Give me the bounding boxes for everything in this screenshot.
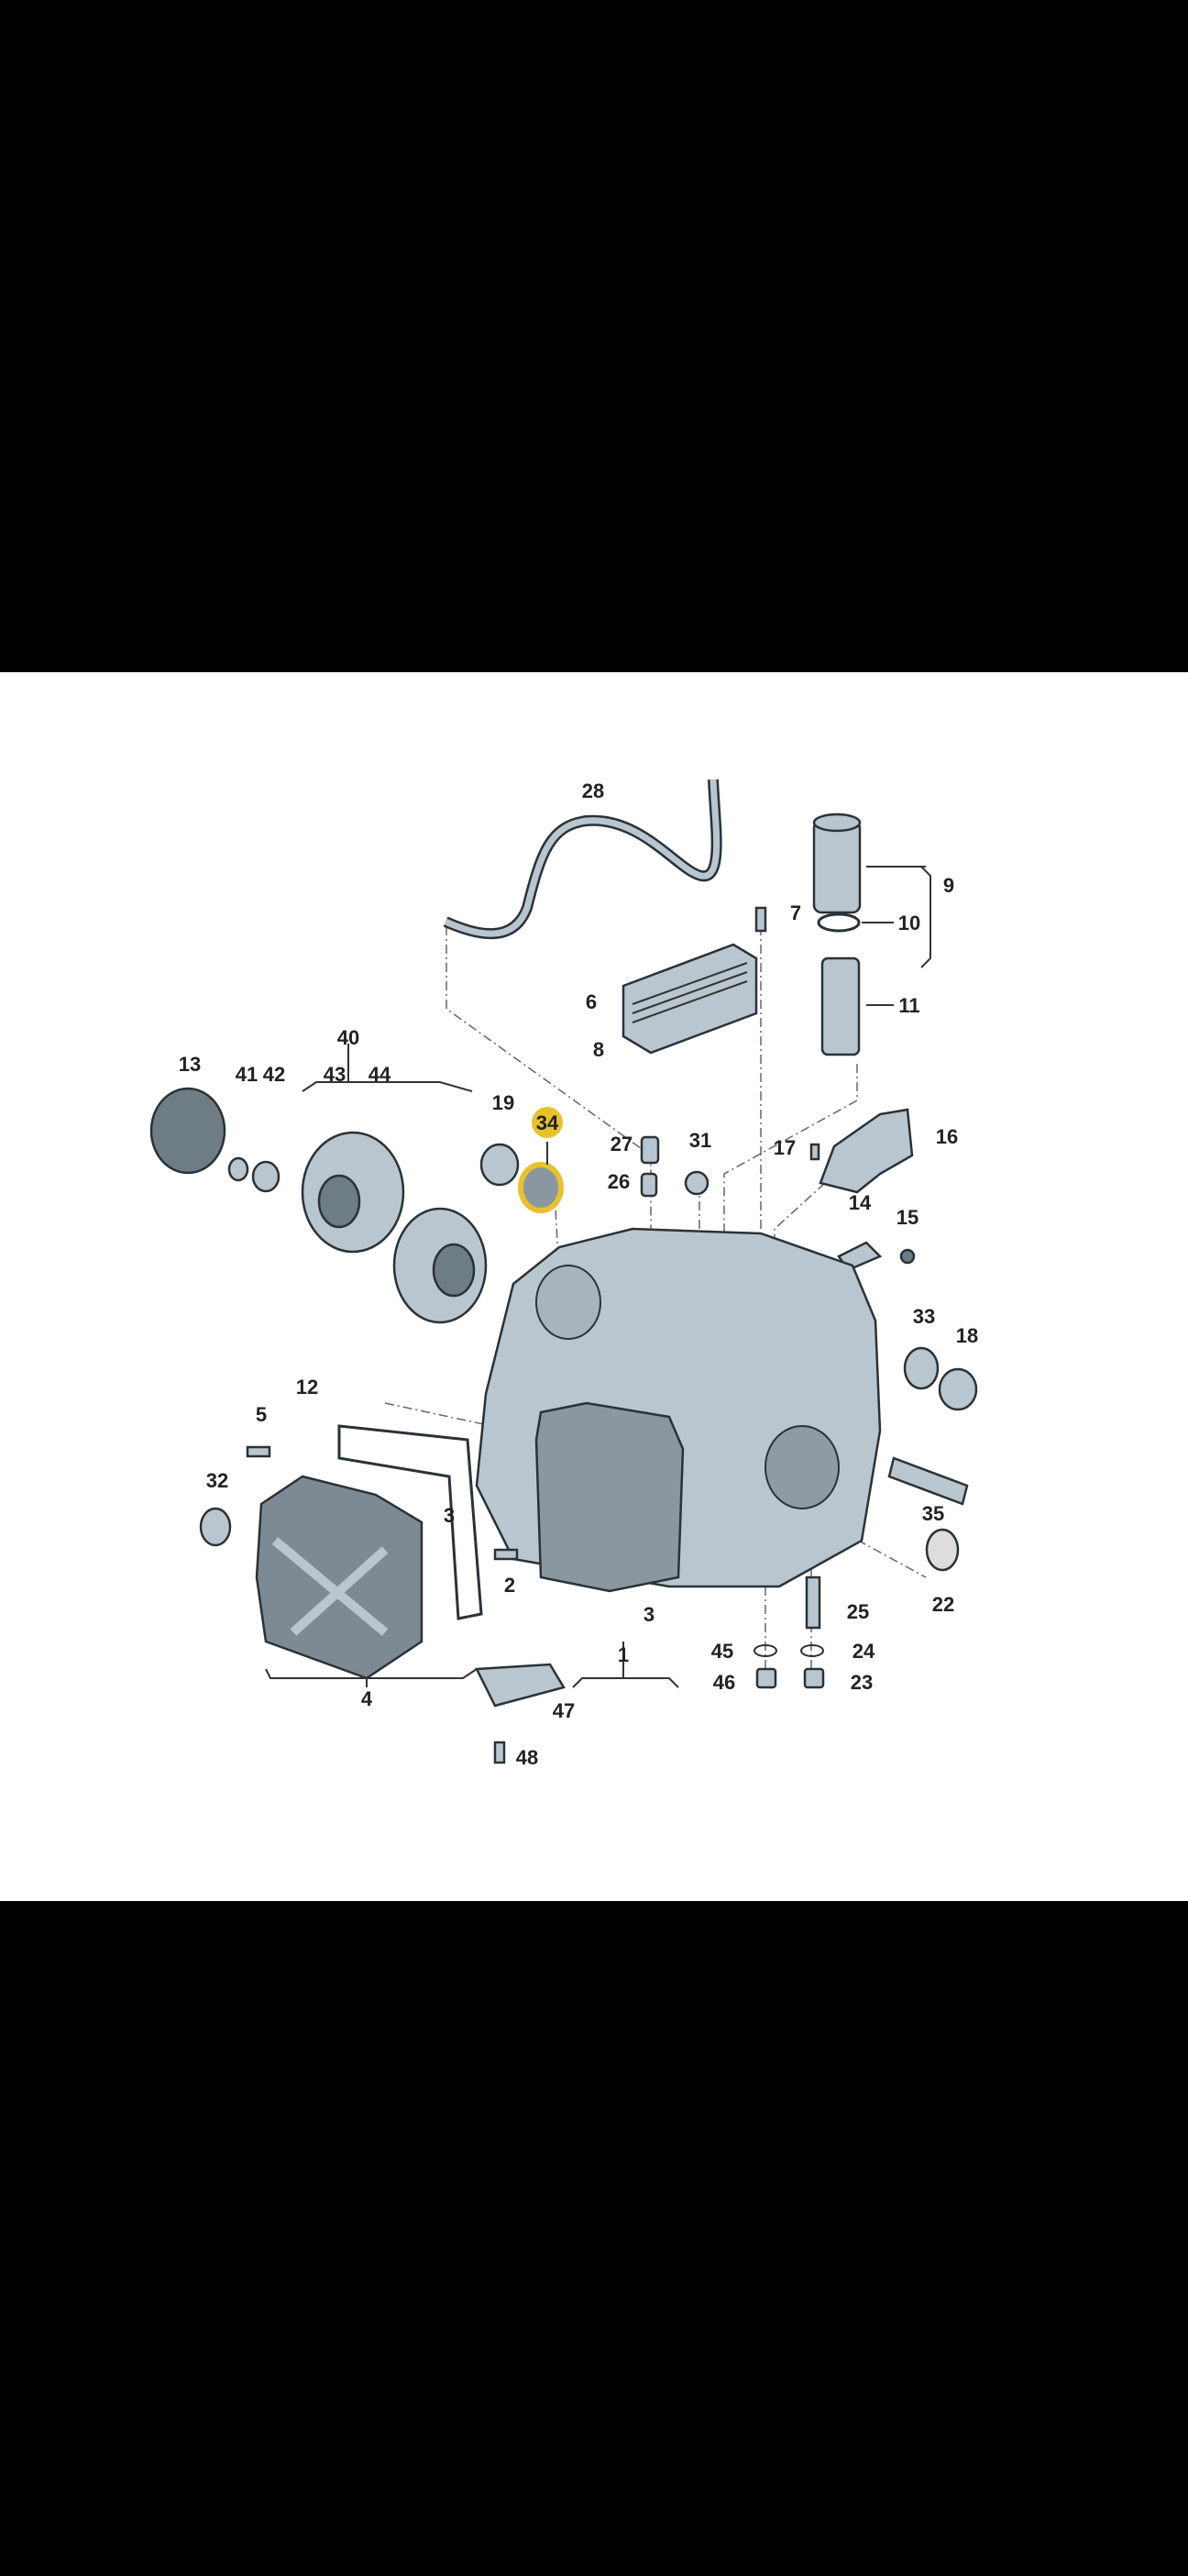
callout-43[interactable]: 43	[324, 1063, 346, 1086]
callout-9[interactable]: 9	[943, 874, 954, 897]
callout-6[interactable]: 6	[586, 990, 597, 1013]
callout-45[interactable]: 45	[711, 1640, 733, 1663]
callout-34[interactable]: 34	[536, 1111, 559, 1134]
callout-26[interactable]: 26	[608, 1170, 630, 1193]
callout-35[interactable]: 35	[922, 1502, 944, 1525]
cover-13	[149, 1087, 226, 1175]
callout-46[interactable]: 46	[713, 1671, 735, 1694]
callout-18[interactable]: 18	[956, 1324, 978, 1347]
callout-33[interactable]: 33	[913, 1305, 935, 1328]
callout-3[interactable]: 3	[444, 1504, 455, 1527]
callout-15[interactable]: 15	[896, 1206, 918, 1229]
callout-28[interactable]: 28	[582, 779, 604, 802]
callout-31[interactable]: 31	[689, 1129, 711, 1152]
callout-41[interactable]: 41	[236, 1063, 258, 1086]
callout-12[interactable]: 12	[296, 1376, 318, 1399]
filter-housing	[812, 813, 862, 914]
callout-24[interactable]: 24	[852, 1640, 875, 1663]
callout-27[interactable]: 27	[610, 1133, 632, 1155]
leader-lines	[265, 866, 931, 1688]
callout-2[interactable]: 2	[504, 1574, 515, 1597]
cap-22	[925, 1528, 960, 1572]
callout-1[interactable]: 1	[618, 1643, 629, 1666]
callout-32[interactable]: 32	[206, 1469, 228, 1492]
callout-42[interactable]: 42	[263, 1063, 285, 1086]
highlight-34	[532, 1107, 563, 1138]
callout-labels: 28 9 7 10 6 11 8 40 13 41 42 43 44 19 34…	[179, 779, 978, 1769]
callout-5[interactable]: 5	[256, 1403, 267, 1426]
callout-44[interactable]: 44	[368, 1063, 391, 1086]
callout-3-mechatronic[interactable]: 3	[644, 1603, 654, 1626]
seal-34	[518, 1162, 564, 1213]
callout-22[interactable]: 22	[932, 1593, 954, 1616]
callout-8[interactable]: 8	[593, 1038, 604, 1061]
callout-23[interactable]: 23	[851, 1671, 873, 1694]
o-ring-10	[817, 912, 861, 933]
part-19	[479, 1143, 520, 1187]
callout-10[interactable]: 10	[898, 912, 920, 934]
oil-cooler	[622, 943, 758, 1055]
callout-4[interactable]: 4	[361, 1687, 373, 1710]
callout-19[interactable]: 19	[492, 1091, 514, 1114]
mechatronic-unit	[534, 1401, 685, 1593]
oil-pan-cover	[255, 1475, 424, 1680]
callout-11[interactable]: 11	[898, 994, 919, 1017]
callout-17[interactable]: 17	[774, 1136, 796, 1159]
callout-14[interactable]: 14	[849, 1191, 872, 1214]
filter-element	[820, 956, 861, 1056]
callout-47[interactable]: 47	[553, 1699, 575, 1722]
callout-40[interactable]: 40	[337, 1026, 359, 1049]
callout-13[interactable]: 13	[179, 1053, 201, 1076]
callout-25[interactable]: 25	[847, 1600, 869, 1623]
gasket	[337, 1424, 483, 1620]
bracket-16	[819, 1108, 914, 1194]
callout-7[interactable]: 7	[790, 901, 801, 924]
callout-48[interactable]: 48	[516, 1746, 538, 1769]
callout-16[interactable]: 16	[936, 1125, 958, 1148]
